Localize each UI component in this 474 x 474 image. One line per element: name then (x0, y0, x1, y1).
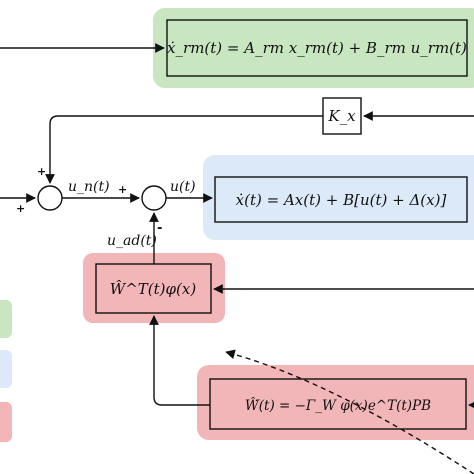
adaptive-control-label: u_ad(t) (107, 233, 157, 249)
summing-junction-2 (141, 185, 167, 211)
sum1-top-sign: + (37, 165, 46, 178)
reference-model-equation: ẋ_rm(t) = A_rm x_rm(t) + B_rm u_rm(t) (167, 39, 467, 57)
sum1-left-sign: + (16, 202, 25, 215)
sum2-left-sign: + (118, 183, 127, 196)
legend-swatch-adaptive (0, 402, 12, 442)
state-gain-label: K_x (327, 107, 356, 125)
adaptation-dashed-arrow (225, 349, 474, 474)
legend-swatch-plant (0, 350, 12, 388)
update-law-group (197, 365, 474, 440)
reference-model-box (166, 19, 468, 77)
update-law-box (209, 378, 467, 430)
weight-update-line (149, 315, 210, 406)
sum2-bottom-sign: - (157, 221, 162, 236)
total-control-label: u(t) (170, 179, 196, 195)
legend-swatch-reference (0, 300, 12, 338)
plant-group (203, 155, 474, 240)
nn-output-expression: Ŵ^T(t)φ(x) (110, 280, 197, 298)
gain-output-line (45, 115, 323, 184)
reference-model-group (153, 8, 474, 88)
plant-equation: ẋ(t) = Ax(t) + B[u(t) + Δ(x)] (236, 191, 447, 209)
update-law-equation: Ŵ̇(t) = −Γ_W φ(x)e^T(t)PB (245, 398, 431, 414)
plant-box (214, 176, 468, 223)
nn-output-group (83, 253, 225, 323)
nominal-control-label: u_n(t) (68, 179, 110, 195)
summing-junction-1 (37, 185, 63, 211)
